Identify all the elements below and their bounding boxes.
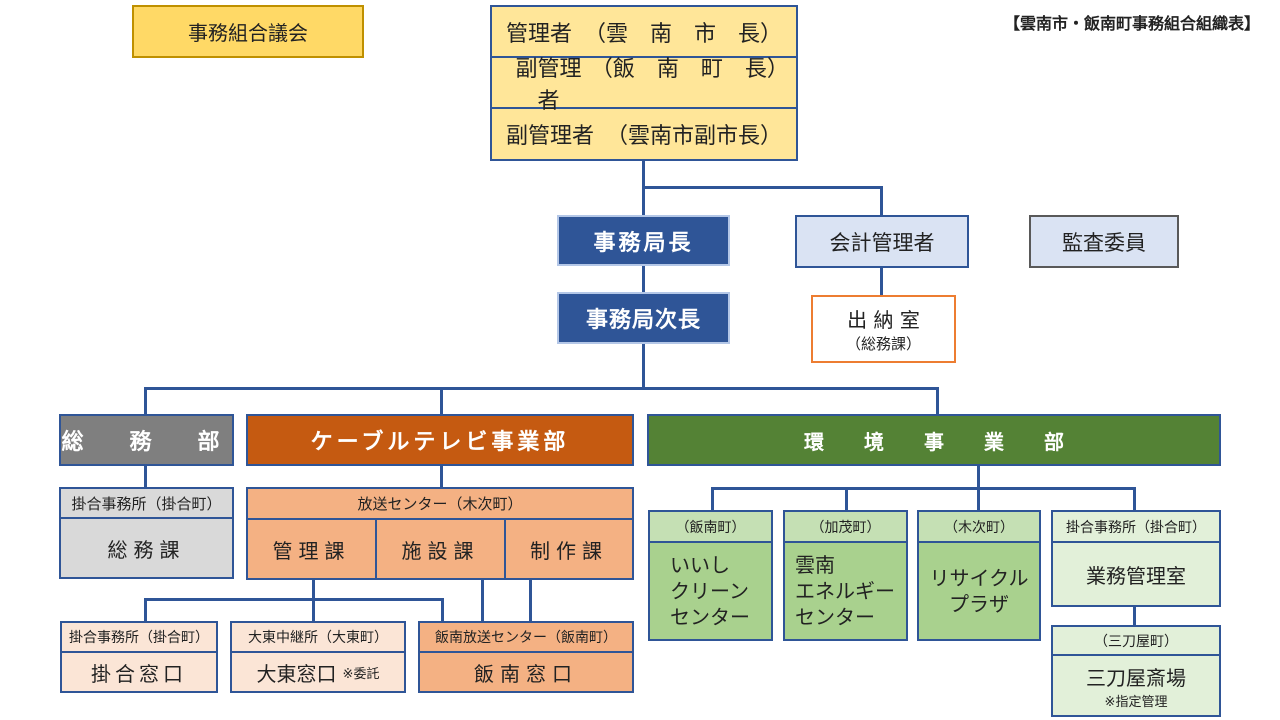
connector <box>144 465 147 489</box>
connector <box>711 487 1136 490</box>
facility-line: センター <box>795 605 875 629</box>
window-daito-note: ※委託 <box>342 666 380 682</box>
manager-person: （雲 南 市 長） <box>583 21 782 47</box>
general-section: 総務課 <box>59 517 234 579</box>
window-daito-name: 大東窓口 <box>256 661 337 686</box>
vice-manager-row: 副管理者 （飯 南 町 長） <box>492 57 796 114</box>
connector <box>312 578 315 600</box>
facility-line: エネルギー <box>795 579 895 603</box>
broadcast-center-label: 放送センター（木次町） <box>246 487 634 520</box>
connector <box>1133 487 1136 511</box>
env-office-label: 掛合事務所（掛合町） <box>1051 510 1221 543</box>
manager-block: 管理者 （雲 南 市 長） 副管理者 （飯 南 町 長） 副管理者 （雲南市副市長） <box>490 5 798 161</box>
director-box: 事務局長 <box>557 215 730 266</box>
connector <box>481 578 484 622</box>
facility-unnan-energy-center: 雲南 エネルギー センター <box>783 541 908 641</box>
facility-line: センター <box>670 605 750 629</box>
deputy-director-box: 事務局次長 <box>557 292 730 344</box>
connector <box>1133 606 1136 626</box>
cable-tv-department: ケーブルテレビ事業部 <box>246 414 634 466</box>
vice-manager-person: （飯 南 町 長） <box>590 56 789 82</box>
connector <box>642 265 645 293</box>
facility-iishi-clean-center: いいし クリーン センター <box>648 541 773 641</box>
vice-manager-role: 副管理者 <box>506 124 595 149</box>
connector <box>440 465 443 489</box>
business-management-office: 業務管理室 <box>1051 541 1221 607</box>
general-affairs-department: 総 務 部 <box>59 414 234 466</box>
connector <box>440 387 443 415</box>
connector <box>977 465 980 489</box>
connector <box>144 387 939 390</box>
section-facilities: 施設課 <box>375 518 506 580</box>
facility-location-3: （木次町） <box>917 510 1041 543</box>
facility-recycle-plaza: リサイクル プラザ <box>917 541 1041 641</box>
accounting-manager-box: 会計管理者 <box>795 215 969 268</box>
treasury-box: 出 納 室 （総務課） <box>811 295 956 363</box>
facility-location-1: （飯南町） <box>648 510 773 543</box>
environment-department: 環 境 事 業 部 <box>647 414 1221 466</box>
connector <box>711 487 714 511</box>
crematorium-name: 三刀屋斎場 <box>1086 665 1186 690</box>
window-daito: 大東窓口 ※委託 <box>230 651 406 693</box>
chart-title: 【雲南市・飯南町事務組合組織表】 <box>1003 14 1260 33</box>
facility-line: クリーン <box>670 579 749 603</box>
manager-role: 管理者 <box>506 21 573 47</box>
connector <box>845 487 848 511</box>
connector <box>936 387 939 415</box>
window-iinan: 飯南窓口 <box>418 651 634 693</box>
connector <box>880 186 883 216</box>
manager-row: 管理者 （雲 南 市 長） <box>492 7 796 58</box>
window-location-daito: 大東中継所（大東町） <box>230 621 406 653</box>
council-box: 事務組合議会 <box>132 5 364 58</box>
connector <box>312 598 315 622</box>
mitoya-crematorium: 三刀屋斎場 ※指定管理 <box>1051 654 1221 717</box>
facility-location-2: （加茂町） <box>783 510 908 543</box>
connector <box>642 186 882 189</box>
connector <box>144 387 147 415</box>
section-management: 管理課 <box>246 518 377 580</box>
connector <box>441 598 444 622</box>
vice-manager-row: 副管理者 （雲南市副市長） <box>492 109 796 159</box>
connector <box>880 267 883 296</box>
connector <box>977 487 980 511</box>
window-location-iinan: 飯南放送センター（飯南町） <box>418 621 634 653</box>
vice-manager-role: 副管理者 <box>515 56 582 114</box>
facility-line: いいし <box>670 553 730 577</box>
window-location-kakeya: 掛合事務所（掛合町） <box>60 621 218 653</box>
connector <box>144 598 444 601</box>
treasury-note: （総務課） <box>845 335 921 353</box>
general-office-label: 掛合事務所（掛合町） <box>59 487 234 519</box>
facility-line: プラザ <box>949 592 1009 616</box>
vice-manager-person: （雲南市副市長） <box>605 124 782 149</box>
auditor-box: 監査委員 <box>1029 215 1179 268</box>
treasury-name: 出 納 室 <box>847 308 920 332</box>
window-kakeya: 掛合窓口 <box>60 651 218 693</box>
crematorium-note: ※指定管理 <box>1104 694 1168 710</box>
facility-line: リサイクル <box>929 566 1029 590</box>
section-production: 制作課 <box>504 518 634 580</box>
connector <box>529 578 532 622</box>
connector <box>144 598 147 622</box>
crematorium-location: （三刀屋町） <box>1051 625 1221 656</box>
facility-line: 雲南 <box>795 553 835 577</box>
connector <box>642 343 645 389</box>
